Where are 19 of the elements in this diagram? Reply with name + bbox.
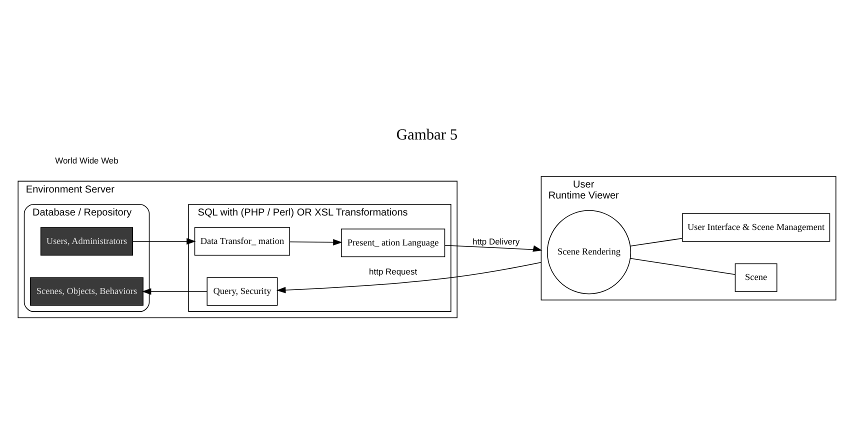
- label: World Wide Web: [55, 155, 118, 166]
- arrow: [132, 238, 196, 245]
- connector: [630, 258, 736, 275]
- connector: [630, 238, 683, 246]
- node-box: Present_ ation Language: [340, 228, 446, 258]
- node-box: Scene: [734, 263, 778, 292]
- edge-label: http Delivery: [472, 236, 520, 246]
- edge-label: http Request: [369, 266, 418, 276]
- arrow: [142, 288, 208, 295]
- arrow: [444, 244, 542, 252]
- node-box: User Interface & Scene Management: [682, 213, 830, 242]
- arrow: [289, 239, 342, 246]
- node-circle: Scene Rendering: [546, 210, 632, 294]
- node-box: Query, Security: [206, 277, 278, 306]
- diagram-title: Gambar 5: [396, 126, 458, 144]
- arrow: [276, 262, 542, 294]
- node-box: Users, Administrators: [40, 227, 134, 256]
- node-box: Scenes, Objects, Behaviors: [30, 277, 144, 306]
- node-box: Data Transfor_ mation: [194, 227, 290, 256]
